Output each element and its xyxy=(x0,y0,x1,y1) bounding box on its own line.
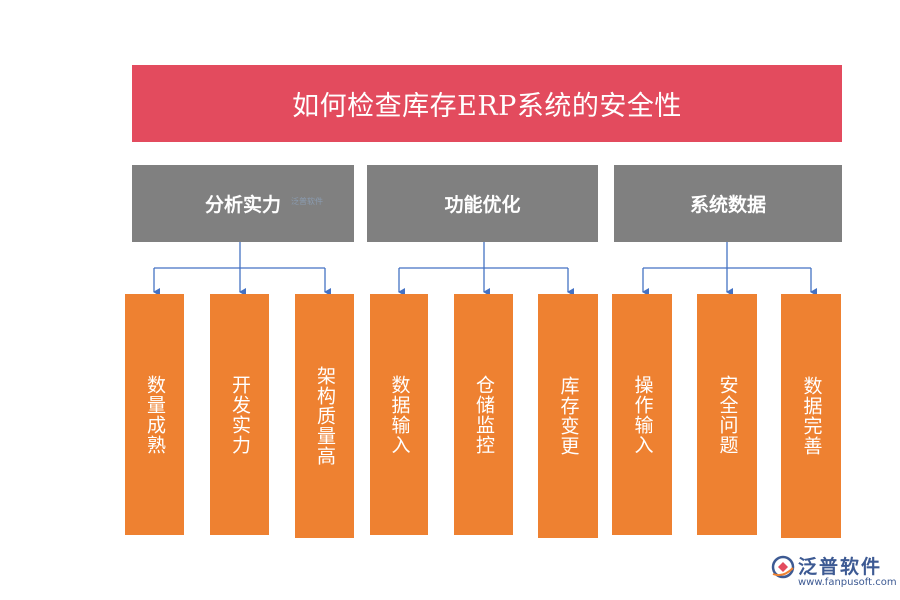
category-box-2: 功能优化 xyxy=(367,165,598,242)
category-label-1: 分析实力 xyxy=(204,194,281,216)
diagram-title: 如何检查库存ERP系统的安全性 xyxy=(132,65,842,142)
leaf-box-3-2: 安全问题 xyxy=(697,294,757,535)
leaf-box-2-2: 仓储监控 xyxy=(454,294,513,535)
leaf-box-1-1: 数量成熟 xyxy=(125,294,184,535)
category-box-3: 系统数据 xyxy=(614,165,842,242)
brand-logo-url: www.fanpusoft.com xyxy=(798,577,897,588)
leaf-box-1-2: 开发实力 xyxy=(210,294,269,535)
category-label-2: 功能优化 xyxy=(444,194,521,216)
leaf-label-2-3: 库存变更 xyxy=(557,376,580,456)
leaf-label-3-2: 安全问题 xyxy=(716,374,739,455)
brand-logo-text: 泛普软件 xyxy=(798,556,883,578)
leaf-box-2-3: 库存变更 xyxy=(538,294,598,538)
leaf-label-3-3: 数据完善 xyxy=(800,376,823,456)
leaf-label-2-1: 数据输入 xyxy=(388,374,411,455)
leaf-label-1-3: 架构质量高 xyxy=(314,366,336,466)
leaf-label-2-2: 仓储监控 xyxy=(473,374,495,455)
category-box-1: 分析实力 xyxy=(132,165,354,242)
leaf-label-1-2: 开发实力 xyxy=(229,374,251,455)
leaf-box-1-3: 架构质量高 xyxy=(295,294,354,538)
brand-logo-icon xyxy=(771,555,795,579)
leaf-box-2-1: 数据输入 xyxy=(370,294,428,535)
watermark-text: 泛普软件 xyxy=(291,197,323,206)
leaf-label-1-1: 数量成熟 xyxy=(144,374,166,455)
leaf-box-3-3: 数据完善 xyxy=(781,294,841,538)
category-label-3: 系统数据 xyxy=(689,194,766,216)
leaf-box-3-1: 操作输入 xyxy=(612,294,672,535)
leaf-label-3-1: 操作输入 xyxy=(631,374,654,455)
brand-logo: 泛普软件 www.fanpusoft.com xyxy=(770,552,897,596)
